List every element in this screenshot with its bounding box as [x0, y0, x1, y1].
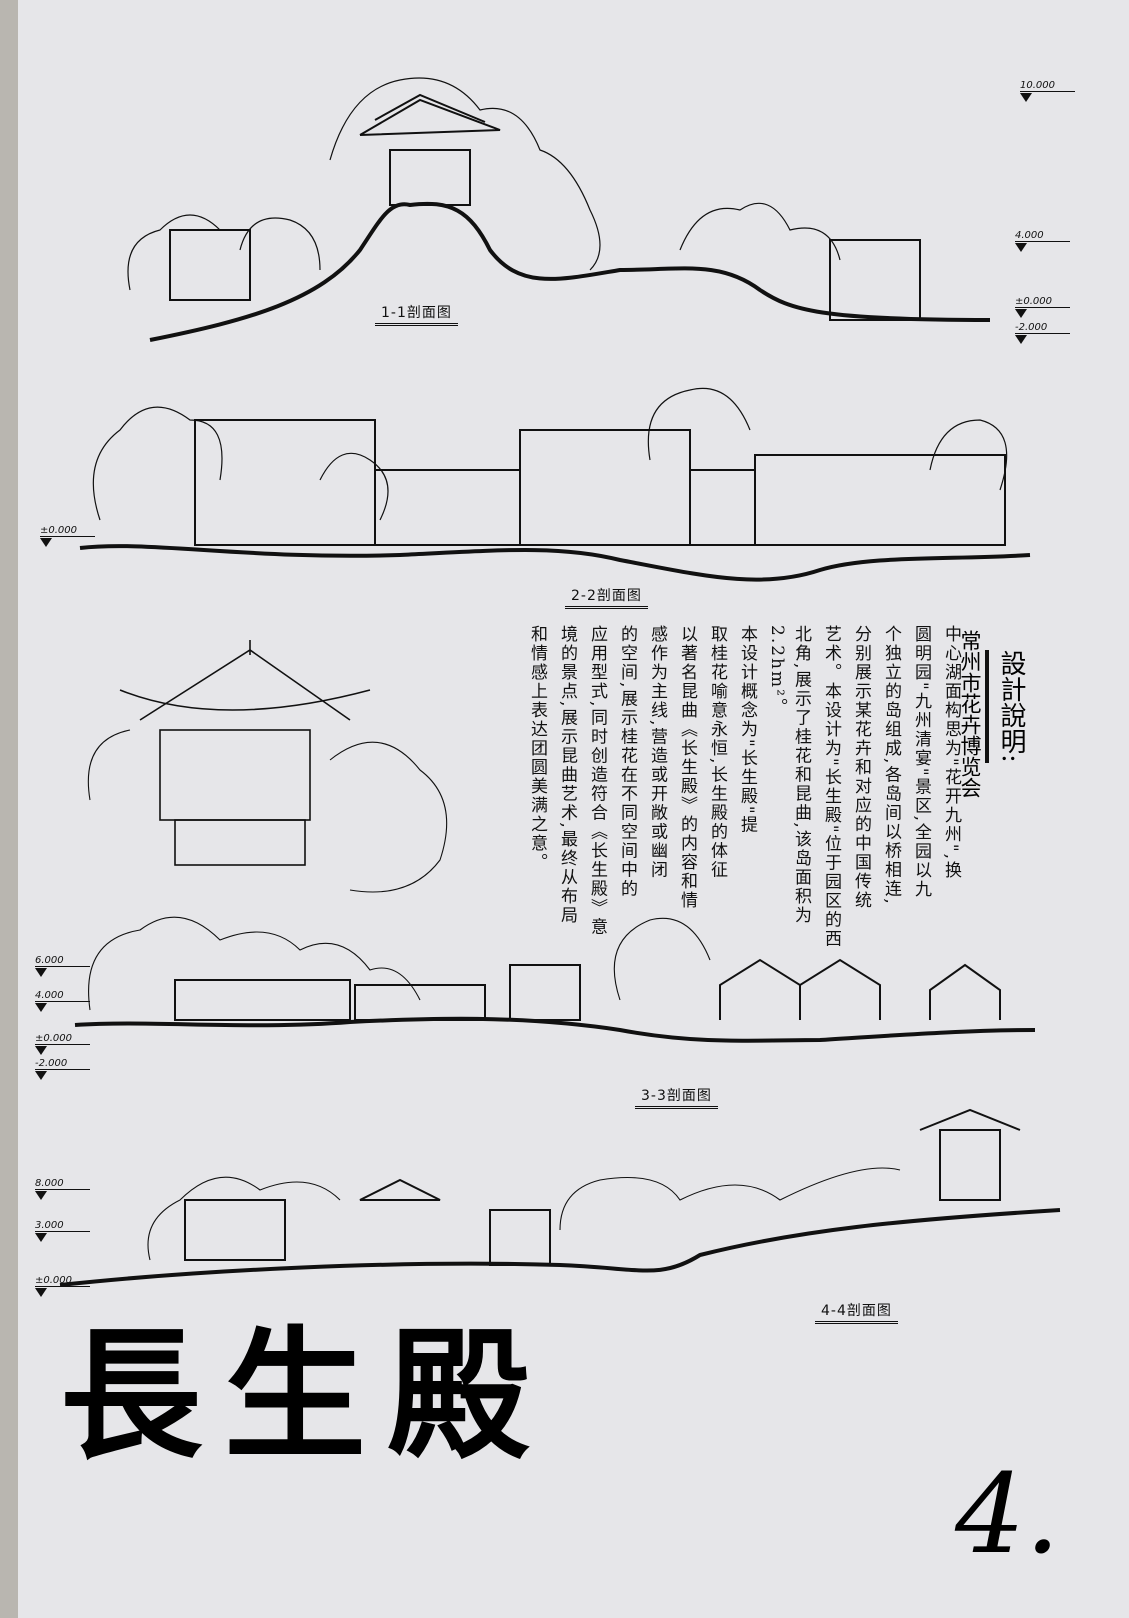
notes-column: 境的景点,展示昆曲艺术,最终从布局: [557, 625, 577, 925]
section-1-1-drawing: [127, 77, 991, 342]
elevation-marker: 6.000: [35, 955, 90, 977]
notes-column: 应用型式,同时创造符合《长生殿》意: [587, 625, 607, 937]
section-1-1-label: 1-1剖面图: [375, 302, 458, 326]
notes-column: 艺术。本设计为"长生殿"位于园区的西: [821, 625, 841, 949]
elevation-marker: 10.000: [1020, 80, 1075, 102]
section-2-2-label: 2-2剖面图: [565, 585, 648, 609]
elevation-marker: 4.000: [1015, 230, 1070, 252]
elevation-marker: ±0.000: [1015, 296, 1070, 318]
section-3-3-label: 3-3剖面图: [635, 1085, 718, 1109]
notes-column: 的空间,展示桂花在不同空间中的: [617, 625, 637, 899]
pavilion-sketch: [87, 640, 448, 893]
design-notes-title: 設計說明:: [985, 650, 1030, 763]
notes-column: 和情感上表达团圆美满之意。: [527, 625, 547, 872]
notes-column: 圆明园"九州清宴"景区,全园以九: [911, 625, 931, 900]
design-notes-text: 中心湖面构思为"花开九州",换 圆明园"九州清宴"景区,全园以九 个独立的岛组成…: [525, 625, 963, 985]
design-notes-subtitle: 常州市花卉博览会: [958, 630, 982, 798]
notes-column: 感作为主线,营造或开敞或幽闭: [647, 625, 667, 880]
elevation-marker: -2.000: [1015, 322, 1070, 344]
notes-column: 分别展示某花卉和对应的中国传统: [851, 625, 871, 910]
elevation-marker: ±0.000: [35, 1033, 90, 1055]
section-2-2-drawing: [79, 387, 1031, 582]
drawing-sheet: [18, 0, 1129, 1618]
section-4-4-label: 4-4剖面图: [815, 1300, 898, 1324]
page-number: 4.: [955, 1450, 1060, 1578]
notes-column: 以著名昆曲《长生殿》的内容和情: [677, 625, 697, 910]
elevation-marker: 8.000: [35, 1178, 90, 1200]
section-4-4-drawing: [59, 1108, 1061, 1287]
elevation-marker: 3.000: [35, 1220, 90, 1242]
elevation-marker: -2.000: [35, 1058, 90, 1080]
elevation-marker: ±0.000: [40, 525, 95, 547]
notes-column: 个独立的岛组成,各岛间以桥相连,: [881, 625, 901, 906]
notes-column: 本设计概念为"长生殿"提: [737, 625, 757, 835]
notes-column: 取桂花喻意永恒,长生殿的体征: [707, 625, 727, 880]
section-3-3-drawing: [74, 916, 1036, 1043]
elevation-marker: 4.000: [35, 990, 90, 1012]
sheet-title: 長生殿: [60, 1313, 552, 1479]
notes-column: 中心湖面构思为"花开九州",换: [941, 625, 961, 881]
elevation-marker: ±0.000: [35, 1275, 90, 1297]
notes-column: 北角,展示了桂花和昆曲,该岛面积为2.2hm²。: [767, 625, 811, 925]
